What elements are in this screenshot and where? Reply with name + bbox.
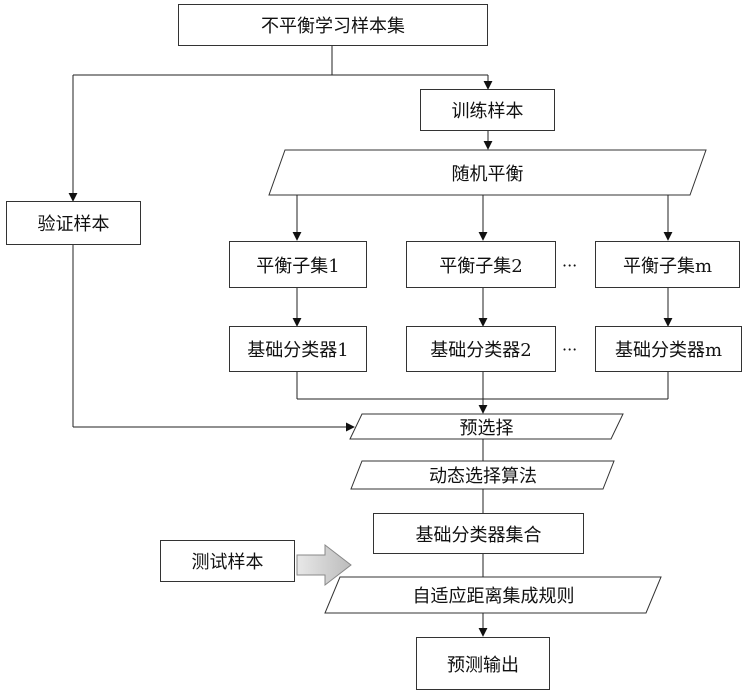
- dataset-box: 不平衡学习样本集: [178, 4, 488, 46]
- base-classifier-2-label: 基础分类器2: [430, 340, 532, 361]
- test-samples-box: 测试样本: [160, 540, 295, 582]
- validation-samples-label: 验证样本: [37, 214, 110, 235]
- adaptive-rule-shape: [324, 576, 662, 614]
- prediction-output-box: 预测输出: [416, 637, 550, 690]
- balanced-subset-m-label: 平衡子集m: [622, 255, 713, 277]
- adaptive-rule-label: 自适应距离集成规则: [412, 586, 575, 607]
- balanced-subset-2-label: 平衡子集2: [439, 255, 523, 277]
- base-classifier-m-box: 基础分类器m: [595, 326, 742, 372]
- test-input-arrow: [296, 543, 352, 587]
- ellipsis-classifiers: ···: [562, 340, 578, 359]
- training-samples-label: 训练样本: [451, 101, 524, 122]
- balanced-subset-m-box: 平衡子集m: [595, 241, 740, 288]
- ellipsis-subsets: ···: [562, 256, 578, 275]
- preselect-label: 预选择: [459, 417, 514, 439]
- base-classifier-m-label: 基础分类器m: [614, 340, 723, 361]
- base-classifier-2-box: 基础分类器2: [406, 326, 556, 372]
- balanced-subset-1-box: 平衡子集1: [229, 241, 367, 288]
- classifier-set-box: 基础分类器集合: [373, 513, 584, 554]
- training-samples-box: 训练样本: [420, 89, 555, 131]
- dataset-label: 不平衡学习样本集: [261, 16, 405, 37]
- base-classifier-1-box: 基础分类器1: [229, 326, 367, 372]
- base-classifier-1-label: 基础分类器1: [247, 340, 349, 361]
- random-balance-label: 随机平衡: [451, 163, 524, 185]
- prediction-output-label: 预测输出: [447, 654, 519, 676]
- classifier-set-label: 基础分类器集合: [415, 524, 542, 546]
- validation-samples-box: 验证样本: [6, 201, 141, 245]
- test-samples-label: 测试样本: [191, 552, 264, 573]
- dynamic-select-label: 动态选择算法: [429, 466, 537, 487]
- random-balance-shape: [268, 149, 707, 196]
- balanced-subset-1-label: 平衡子集1: [256, 255, 340, 277]
- balanced-subset-2-box: 平衡子集2: [406, 241, 556, 288]
- dynamic-select-shape: [350, 460, 615, 490]
